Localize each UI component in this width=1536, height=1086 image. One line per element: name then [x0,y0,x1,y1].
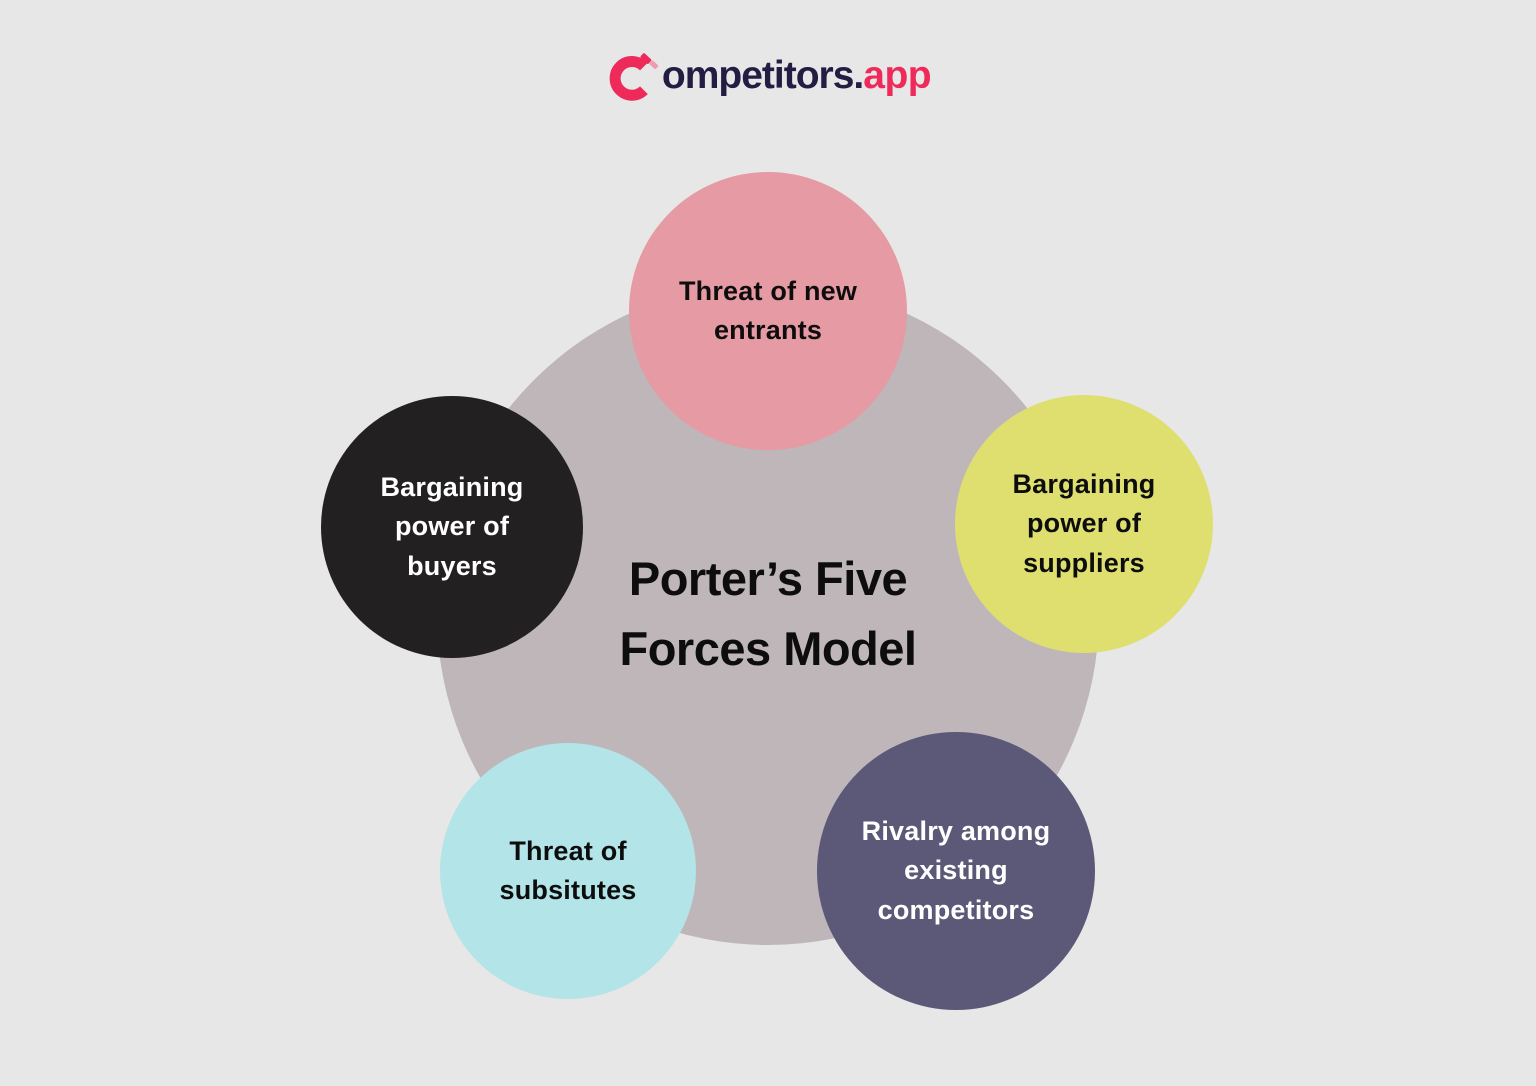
force-circle-new-entrants: Threat of new entrants [629,172,907,450]
force-label-rivalry: Rivalry among existing competitors [861,816,1051,925]
logo-wordmark-dot: . [853,53,864,97]
force-label-suppliers: Bargaining power of suppliers [1012,469,1156,578]
logo-c-icon [605,48,659,102]
force-circle-buyers: Bargaining power of buyers [321,396,583,658]
diagram-title: Porter’s Five Forces Model [619,551,917,676]
force-label-buyers: Bargaining power of buyers [380,472,524,581]
force-label-substitutes: Threat of subsitutes [499,835,637,905]
force-circle-rivalry: Rivalry among existing competitors [817,732,1095,1010]
logo-wordmark-suffix: app [863,53,932,97]
force-circle-suppliers: Bargaining power of suppliers [955,395,1213,653]
force-circle-substitutes: Threat of subsitutes [440,743,696,999]
competitors-app-logo: ompetitors.app [0,48,1536,102]
logo-wordmark-main: ompetitors [661,53,855,97]
logo-wordmark: ompetitors.app [661,53,932,97]
force-label-new-entrants: Threat of new entrants [678,275,858,345]
